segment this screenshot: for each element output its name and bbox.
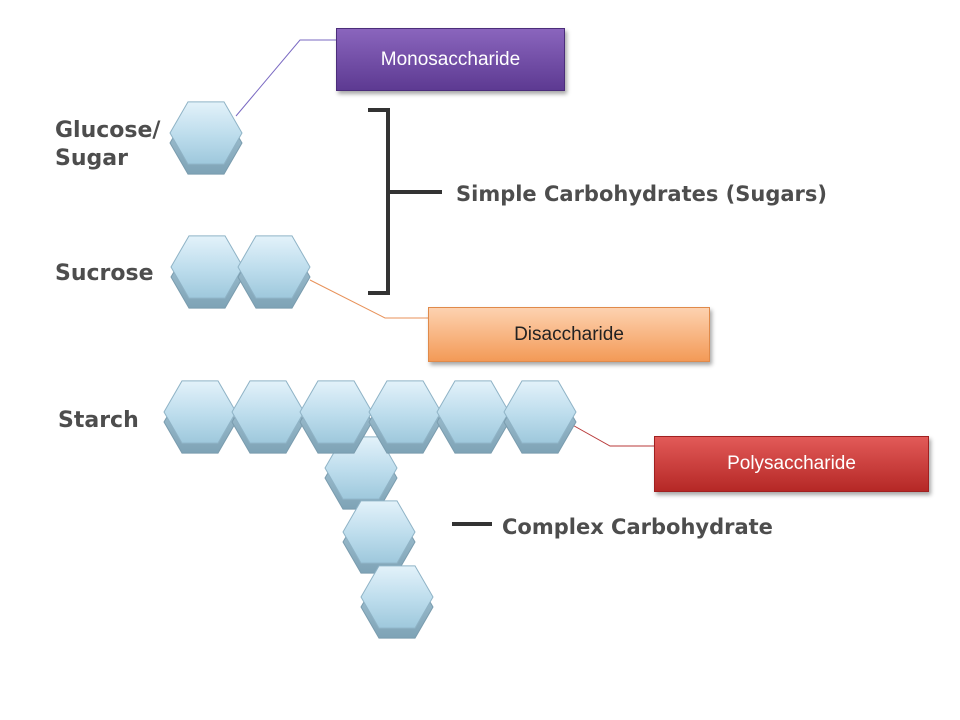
disaccharide-callout: Disaccharide <box>428 307 710 362</box>
simple-carbs-label: Simple Carbohydrates (Sugars) <box>456 182 827 206</box>
polysaccharide-callout: Polysaccharide <box>654 436 929 492</box>
monosaccharide-text: Monosaccharide <box>380 48 521 70</box>
monosaccharide-connector <box>235 39 336 117</box>
starch-branch-hexagon-2 <box>342 500 416 574</box>
starch-hexagon-2 <box>231 380 305 454</box>
polysaccharide-connector <box>559 417 654 447</box>
glucose-label-line1: Glucose/ <box>55 118 161 143</box>
sucrose-label: Sucrose <box>55 261 154 286</box>
complex-carbs-label: Complex Carbohydrate <box>502 515 773 539</box>
starch-branch-hexagon-3 <box>360 565 434 639</box>
glucose-hexagon <box>169 101 243 175</box>
disaccharide-connector <box>309 279 428 319</box>
starch-label: Starch <box>58 408 139 433</box>
polysaccharide-text: Polysaccharide <box>727 453 856 474</box>
sucrose-hexagon-1 <box>170 235 244 309</box>
sucrose-hexagon-2 <box>237 235 311 309</box>
starch-hexagon-3 <box>299 380 373 454</box>
starch-hexagon-4 <box>368 380 442 454</box>
starch-hexagon-1 <box>163 380 237 454</box>
disaccharide-text: Disaccharide <box>514 323 624 345</box>
glucose-label-line2: Sugar <box>55 146 128 171</box>
starch-hexagon-5 <box>436 380 510 454</box>
monosaccharide-callout: Monosaccharide <box>336 28 565 91</box>
starch-hexagon-6 <box>503 380 577 454</box>
simple-carbs-bracket <box>368 108 390 295</box>
